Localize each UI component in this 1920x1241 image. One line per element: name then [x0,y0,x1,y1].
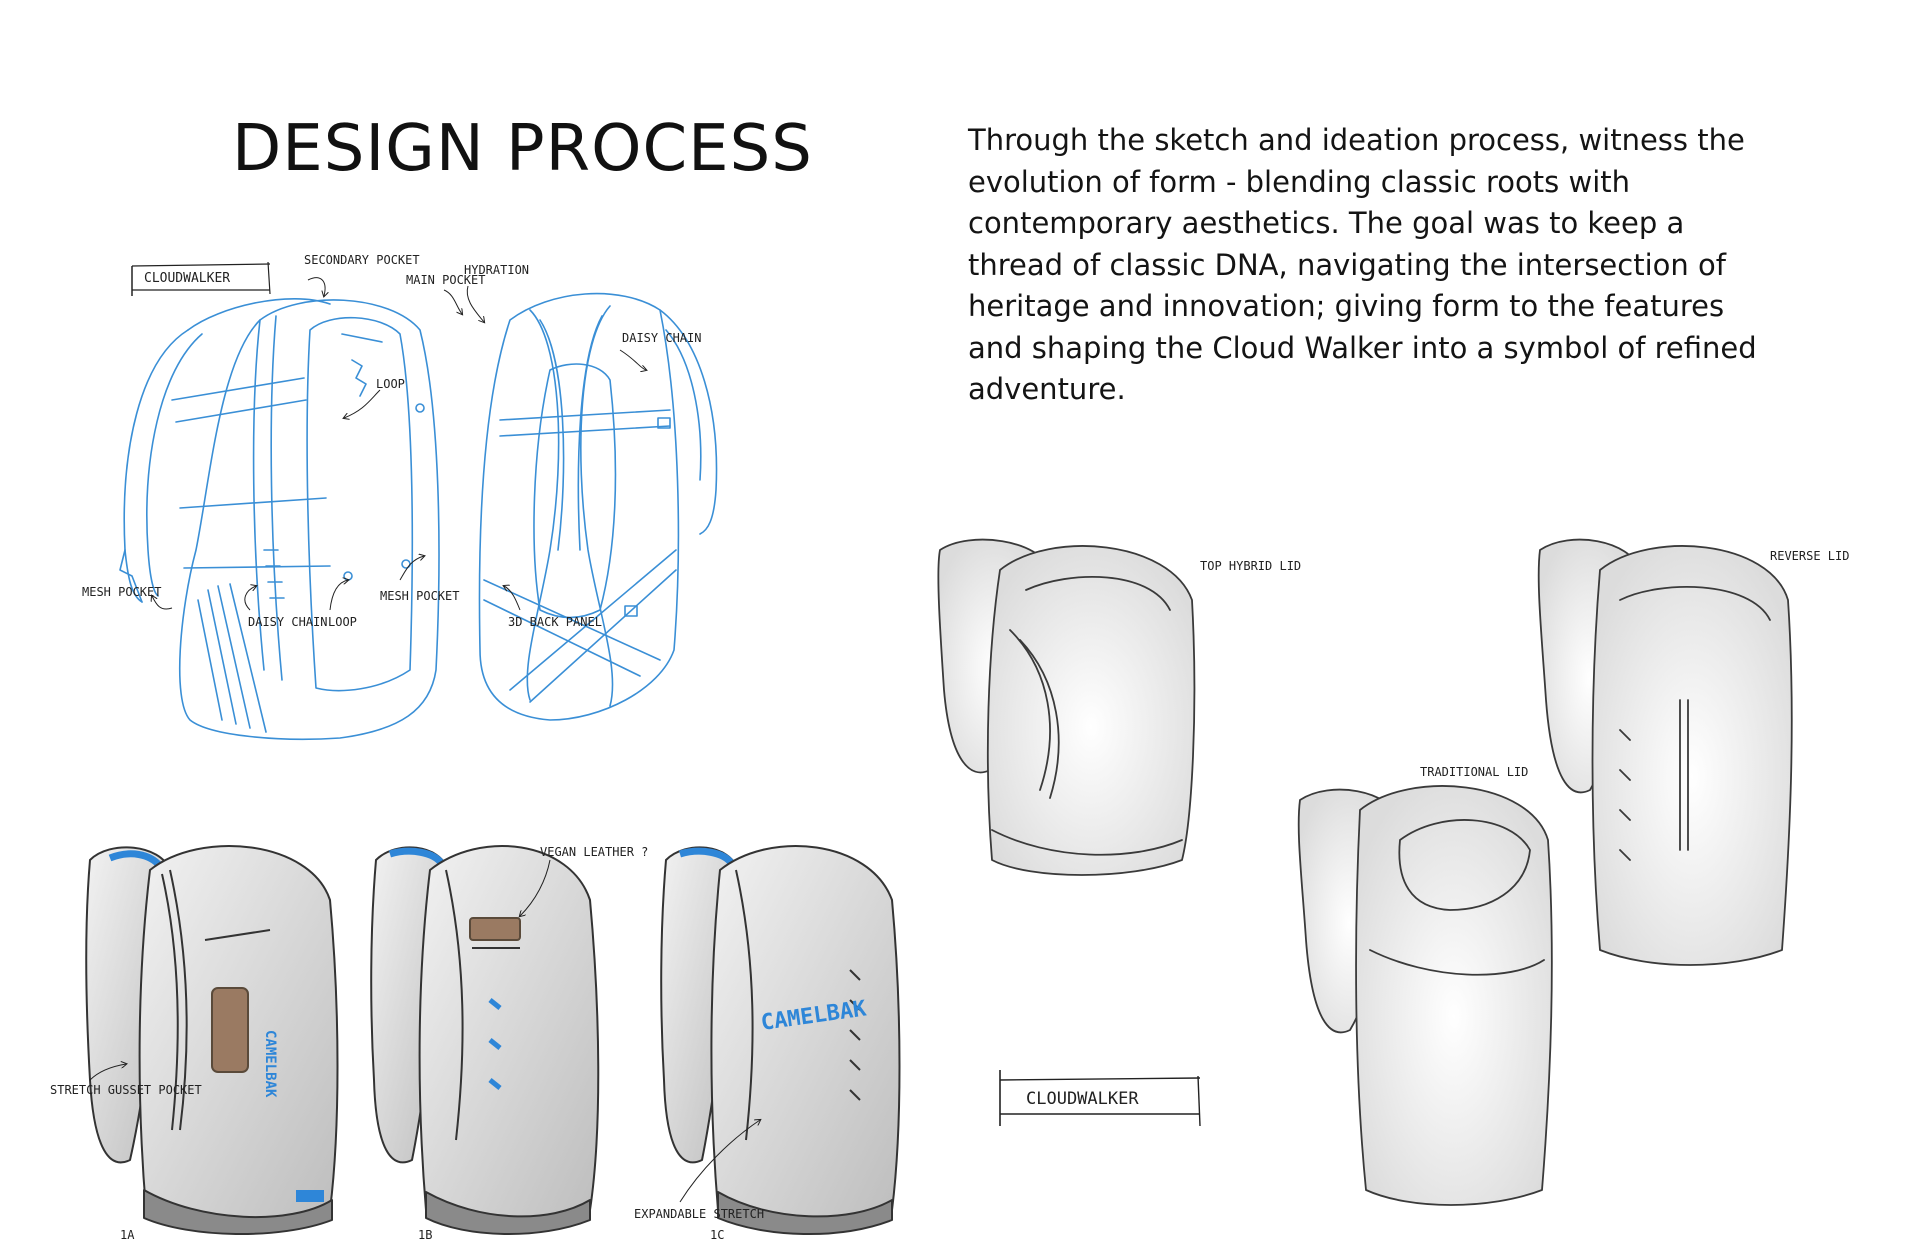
lid-sketches: TOP HYBRID LID REVERSE LID TRADITIONAL L… [937,538,1849,1206]
callout-traditional-lid: TRADITIONAL LID [1420,765,1528,779]
back-callouts [399,285,646,611]
callout-secondary-pocket: SECONDARY POCKET [304,253,420,267]
callout-vegan-leather: VEGAN LEATHER ? [540,845,648,859]
cloudwalker-tag-bottom: CLOUDWALKER [999,1070,1201,1127]
callout-top-hybrid-lid: TOP HYBRID LID [1200,559,1301,573]
color-render-sketches: CAMELBAK 1A STRETCH GUSSET POCKET 1B VEG… [50,845,901,1241]
arrow-stretch-gusset [89,1064,126,1081]
callout-loop-bottom: LOOP [328,615,357,629]
logo-1a: CAMELBAK [262,1030,278,1098]
front-callouts [152,277,381,611]
arrow-vegan-leather [520,859,551,916]
callout-daisy-chain: DAISY CHAIN [248,615,327,629]
label-1b: 1B [418,1228,432,1241]
callout-loop: LOOP [376,377,405,391]
back-view-backpack-sketch [478,292,718,721]
color-sketch-1a [85,845,339,1235]
page-title: DESIGN PROCESS [232,112,813,186]
label-1a: 1A [120,1228,135,1241]
front-view-backpack-sketch [119,298,440,740]
tag-text-bottom: CLOUDWALKER [1026,1089,1139,1109]
tag-text: CLOUDWALKER [144,271,230,286]
callout-3d-back-panel: 3D BACK PANEL [508,615,602,629]
callout-main-pocket: MAIN POCKET [406,273,485,287]
top-hybrid-lid-sketch [937,538,1196,876]
cloudwalker-tag-top: CLOUDWALKER [131,261,271,296]
blue-line-sketches: CLOUDWALKER SEC [82,253,718,740]
callout-hydration: HYDRATION [464,263,529,277]
label-1c: 1C [710,1228,724,1241]
intro-paragraph: Through the sketch and ideation process,… [968,123,1757,406]
callout-stretch-gusset: STRETCH GUSSET POCKET [50,1083,202,1097]
callout-expandable-stretch: EXPANDABLE STRETCH [634,1207,764,1221]
arrow-expandable-stretch [679,1120,760,1203]
color-sketch-1b [370,845,600,1235]
callout-reverse-lid: REVERSE LID [1770,549,1849,563]
callout-mesh-pocket-back: MESH POCKET [380,589,459,603]
color-sketch-1c [660,845,901,1235]
reverse-lid-sketch [1537,538,1793,966]
callout-mesh-pocket: MESH POCKET [82,585,161,599]
callout-daisy-chain-back: DAISY CHAIN [622,331,701,345]
traditional-lid-sketch [1297,785,1553,1206]
